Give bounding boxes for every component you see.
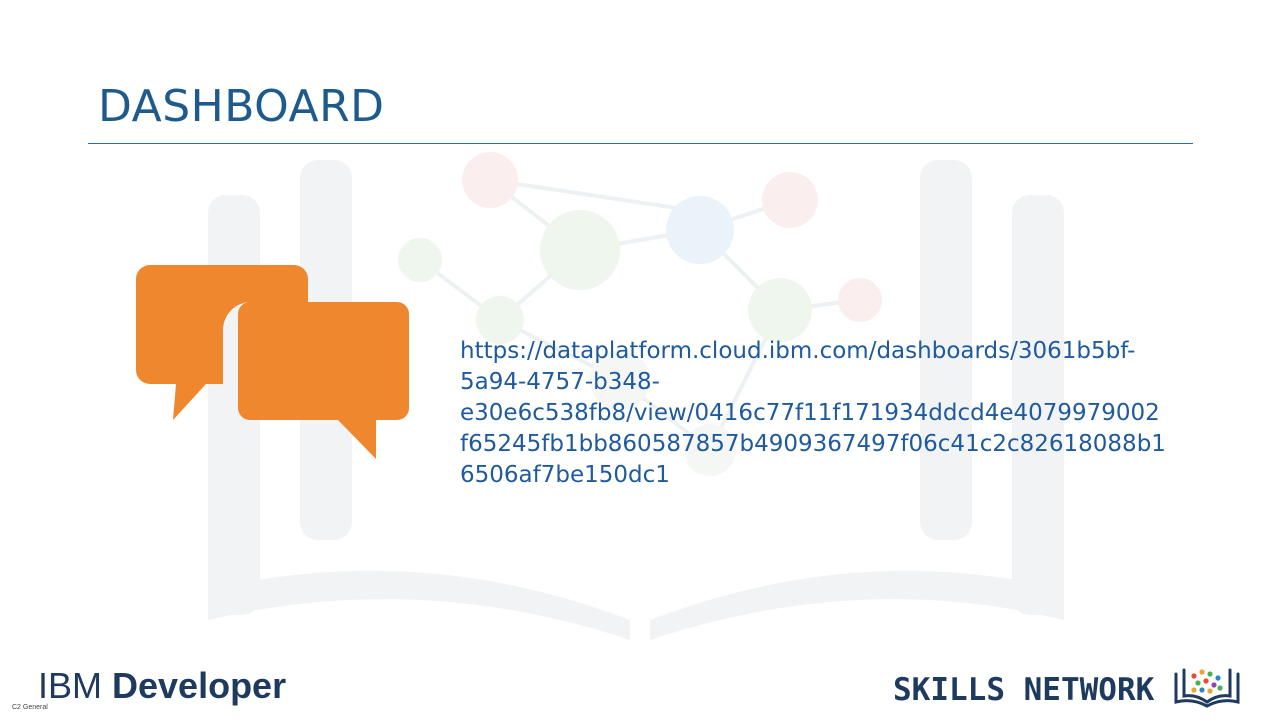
- skills-network-book-icon: [1174, 668, 1240, 708]
- slide-title: DASHBOARD: [98, 81, 385, 132]
- brand-developer: Developer: [112, 665, 287, 706]
- dashboard-url-link[interactable]: https://dataplatform.cloud.ibm.com/dashb…: [460, 338, 1166, 488]
- classification-label: C2 General: [12, 704, 48, 711]
- title-divider: [88, 143, 1193, 144]
- skills-network-label: SKILLS NETWORK: [893, 672, 1155, 708]
- ibm-developer-logo: IBM Developer: [38, 665, 286, 707]
- background-watermark: [208, 152, 1064, 640]
- brand-ibm: IBM: [38, 665, 113, 706]
- chat-bubbles-icon: [136, 265, 409, 459]
